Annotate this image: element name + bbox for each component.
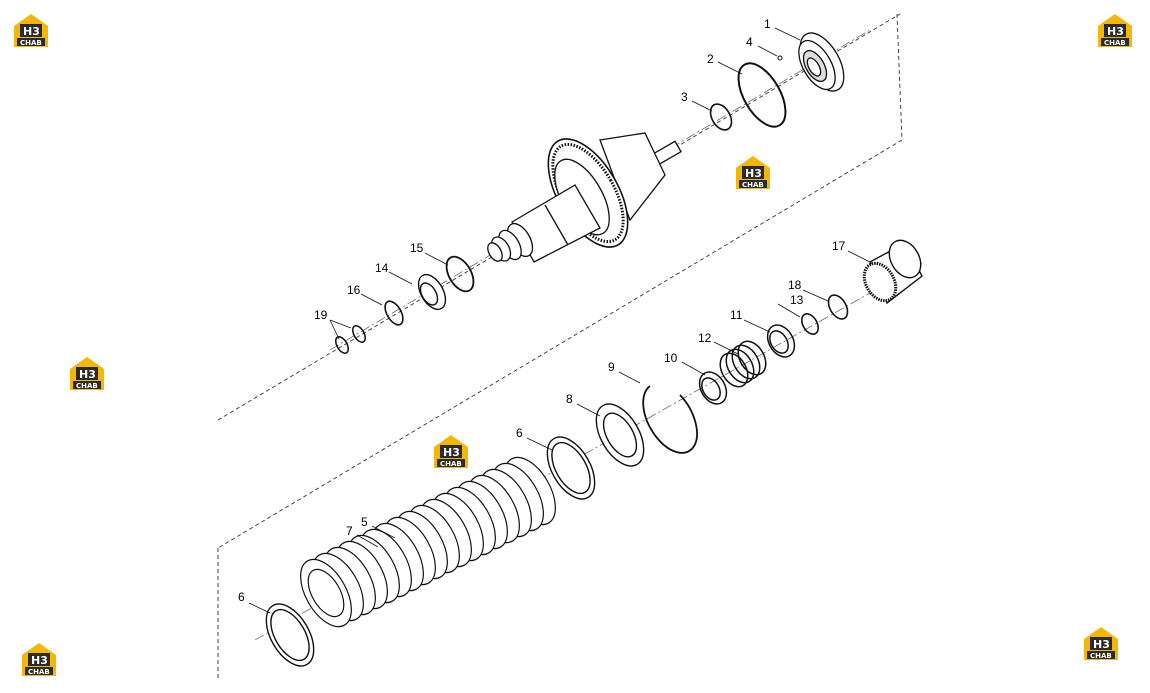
watermark-top-text: H3 — [1107, 25, 1124, 38]
callout-6-lower: 6 — [238, 590, 245, 604]
callout-19: 19 — [314, 308, 328, 322]
callout-7: 7 — [346, 524, 353, 538]
watermark-logo-left-middle: H3 CHAB — [70, 357, 104, 390]
callout-13: 13 — [790, 293, 804, 307]
watermark-top-text: H3 — [23, 25, 40, 38]
part-oring-2 — [737, 62, 787, 128]
callout-2: 2 — [707, 52, 714, 66]
part-spring-12 — [719, 340, 767, 388]
watermark-logo-bottom-left: H3 CHAB — [22, 643, 56, 676]
callout-labels: 1 2 3 4 5 6 6 7 8 9 10 11 12 13 14 15 16… — [238, 17, 846, 604]
part-gear-shaft — [487, 132, 682, 263]
watermark-bottom-text: CHAB — [20, 39, 42, 47]
part-clutch-pack-5-7 — [300, 456, 556, 628]
part-snapring-15 — [445, 255, 475, 293]
watermark-bottom-text: CHAB — [1104, 39, 1126, 47]
callout-17: 17 — [832, 239, 846, 253]
watermark-top-text: H3 — [79, 368, 96, 381]
callout-10: 10 — [664, 351, 678, 365]
callout-3: 3 — [681, 90, 688, 104]
callout-5: 5 — [361, 515, 368, 529]
assembly-boundary-frame — [217, 13, 903, 678]
watermark-logo-bottom-right: H3 CHAB — [1084, 627, 1118, 660]
watermark-bottom-text: CHAB — [440, 460, 462, 468]
part-ring-19b — [335, 336, 349, 354]
callout-18: 18 — [788, 278, 802, 292]
watermark-top-text: H3 — [443, 446, 460, 459]
watermark-logo-center-lower: H3 CHAB — [434, 435, 468, 468]
watermark-top-text: H3 — [1093, 638, 1110, 651]
callout-15: 15 — [410, 241, 424, 255]
callout-16: 16 — [347, 283, 361, 297]
part-ring-18 — [827, 294, 849, 320]
part-disc-6-lower — [265, 603, 315, 667]
watermark-bottom-text: CHAB — [28, 668, 50, 676]
callout-6-upper: 6 — [516, 426, 523, 440]
part-ring-16 — [384, 300, 404, 326]
part-plate-8 — [595, 403, 645, 467]
part-ball-4 — [777, 55, 783, 61]
part-disc-6-upper — [546, 436, 596, 500]
callout-11: 11 — [730, 308, 743, 322]
watermark-bottom-text: CHAB — [76, 382, 98, 390]
part-washer-10 — [698, 371, 728, 405]
part-ring-13 — [801, 313, 819, 335]
part-splined-hub-17 — [862, 239, 923, 305]
part-bearing-14 — [417, 273, 447, 311]
callout-9: 9 — [608, 360, 615, 374]
part-ring-3 — [709, 103, 733, 131]
watermark-logo-center-upper: H3 CHAB — [736, 156, 770, 189]
callout-4: 4 — [746, 35, 753, 49]
callout-14: 14 — [375, 261, 389, 275]
watermark-logo-top-left: H3 CHAB — [14, 14, 48, 47]
watermark-logo-top-right: H3 CHAB — [1098, 14, 1132, 47]
watermark-bottom-text: CHAB — [1090, 652, 1112, 660]
part-washer-11 — [766, 324, 796, 358]
part-snapring-9 — [642, 385, 698, 454]
callout-12: 12 — [698, 331, 712, 345]
part-ring-19a — [352, 325, 366, 343]
callout-leader-lines — [248, 27, 871, 614]
watermark-top-text: H3 — [745, 167, 762, 180]
callout-1: 1 — [764, 17, 771, 31]
part-bearing-1 — [798, 32, 845, 92]
watermark-bottom-text: CHAB — [742, 181, 764, 189]
watermark-top-text: H3 — [31, 654, 48, 667]
callout-8: 8 — [566, 392, 573, 406]
